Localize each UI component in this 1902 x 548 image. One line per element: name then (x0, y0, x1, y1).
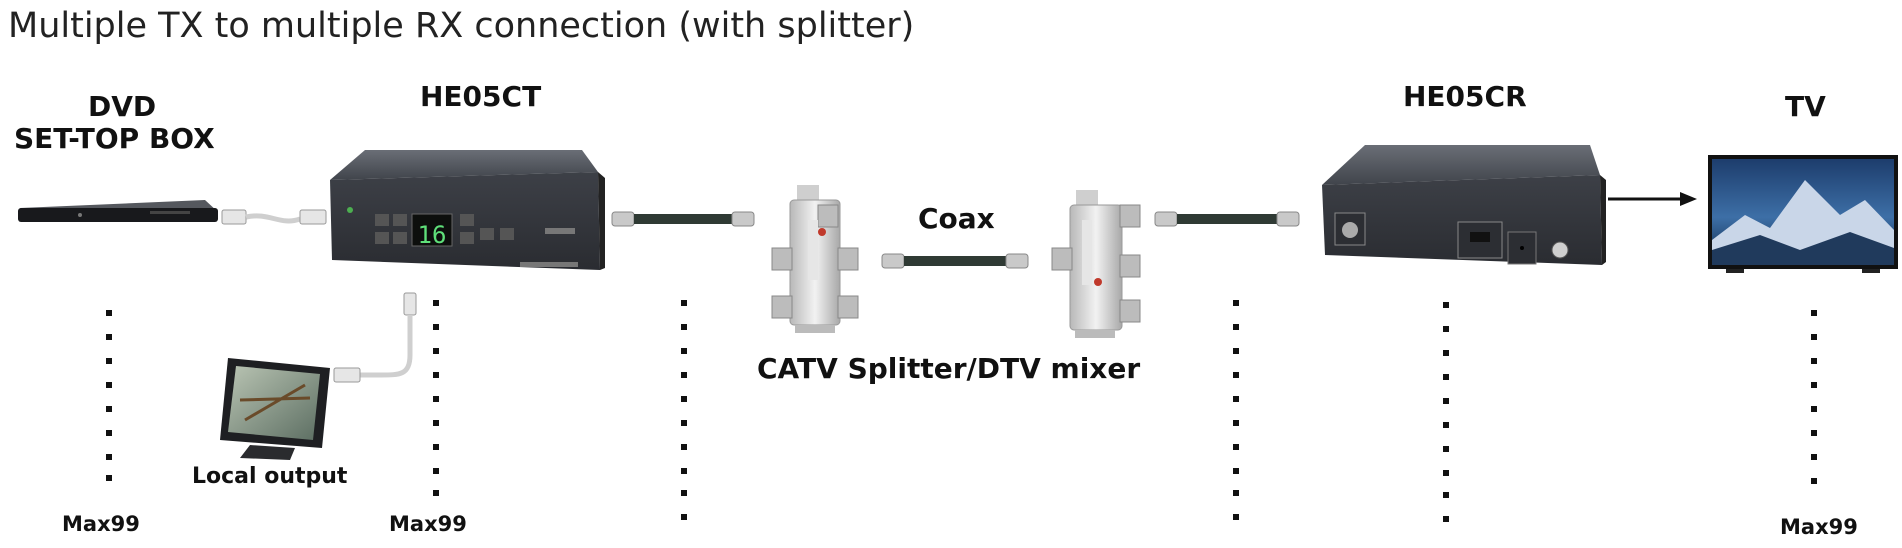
page-title: Multiple TX to multiple RX connection (w… (8, 6, 915, 46)
tv-label: TV (1785, 90, 1826, 123)
coax-label: Coax (918, 202, 995, 235)
dotted-line-rx (1443, 302, 1449, 522)
coax-cable-right-icon (1154, 211, 1300, 227)
tx-model-label: HE05CT (420, 80, 542, 113)
max-tx-label: Max99 (389, 512, 467, 536)
max-dvd-label: Max99 (62, 512, 140, 536)
rx-model-label: HE05CR (1403, 80, 1527, 113)
catv-splitter-1-icon (771, 185, 859, 333)
dotted-line-cable-left (681, 300, 687, 520)
coax-cable-middle-icon (881, 253, 1029, 269)
rx-device-icon (1322, 145, 1606, 265)
hdmi-cable-local-icon (333, 292, 417, 383)
hdmi-cable-dvd-icon (221, 209, 327, 225)
set-top-box-label: SET-TOP BOX (14, 122, 215, 155)
tx-channel-display: 16 (418, 221, 447, 249)
dotted-line-cable-right (1233, 300, 1239, 520)
arrow-to-tv-icon (1608, 192, 1697, 206)
max-tv-label: Max99 (1780, 515, 1858, 539)
tv-icon (1708, 155, 1898, 273)
tx-device-icon (330, 150, 605, 270)
dvd-player-icon (18, 200, 218, 222)
dotted-line-tx (433, 300, 439, 496)
dotted-line-tv (1811, 310, 1817, 484)
catv-splitter-2-icon (1051, 190, 1141, 338)
splitter-label: CATV Splitter/DTV mixer (757, 352, 1141, 385)
coax-cable-left-icon (611, 211, 755, 227)
dvd-label: DVD (88, 90, 157, 123)
local-output-label: Local output (192, 464, 348, 489)
dotted-line-dvd (106, 310, 112, 481)
local-monitor-icon (220, 358, 330, 460)
